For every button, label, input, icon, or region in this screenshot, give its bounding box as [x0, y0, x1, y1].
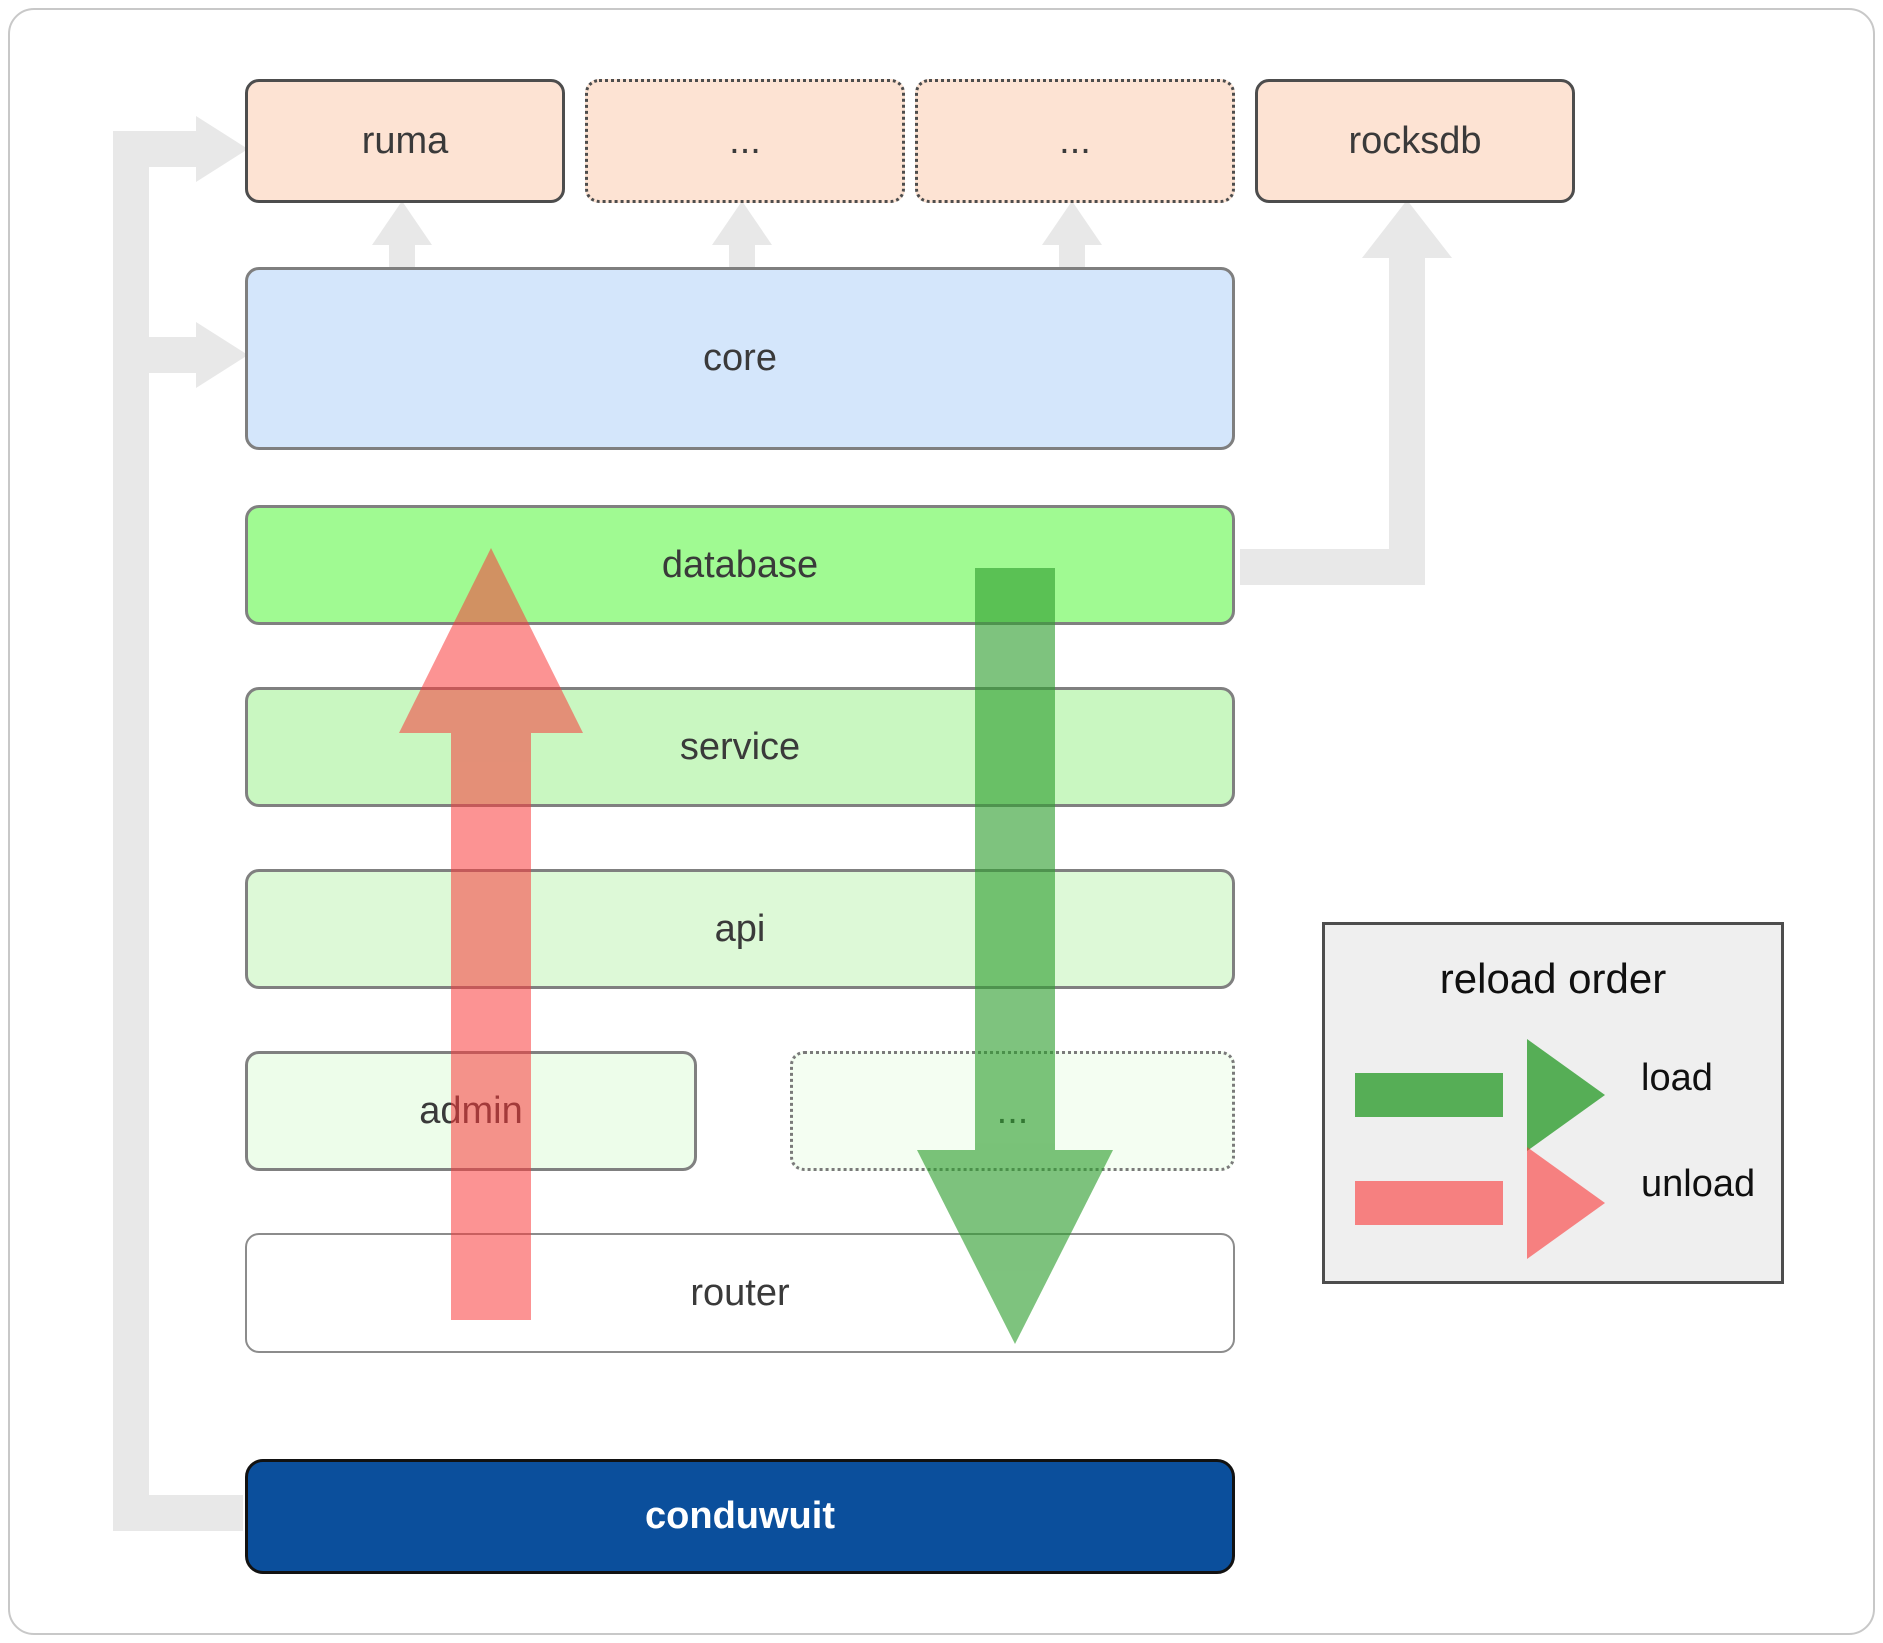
binary-label: conduwuit	[645, 1495, 835, 1537]
layer-label: service	[679, 725, 801, 768]
binary-box-conduwuit[interactable]: conduwuit	[245, 1459, 1235, 1574]
core-label: core	[703, 337, 777, 379]
layer-box-database[interactable]: database	[245, 505, 1235, 625]
layer-label: router	[690, 1271, 790, 1314]
dependency-box-ellipsis-2[interactable]: ...	[915, 79, 1235, 203]
dependency-box-ruma[interactable]: ruma	[245, 79, 565, 203]
dependency-box-rocksdb[interactable]: rocksdb	[1255, 79, 1575, 203]
legend-label-unload: unload	[1641, 1163, 1756, 1205]
legend-unload-arrow-icon	[1355, 1147, 1605, 1259]
dependency-label: ...	[1059, 119, 1091, 162]
diagram-frame	[8, 8, 1875, 1635]
dependency-label: ...	[729, 119, 761, 162]
layer-label: database	[661, 543, 819, 586]
layer-box-ellipsis[interactable]: ...	[790, 1051, 1235, 1171]
layer-label: api	[714, 907, 766, 950]
layer-box-api[interactable]: api	[245, 869, 1235, 989]
legend-panel: reload order load unload	[1322, 922, 1784, 1284]
legend-title: reload order	[1439, 955, 1667, 1002]
layer-box-admin[interactable]: admin	[245, 1051, 697, 1171]
dependency-box-ellipsis-1[interactable]: ...	[585, 79, 905, 203]
legend-label-load: load	[1641, 1057, 1713, 1099]
dependency-label: rocksdb	[1348, 119, 1482, 162]
layer-label: admin	[419, 1089, 523, 1132]
layer-box-router[interactable]: router	[245, 1233, 1235, 1353]
dependency-label: ruma	[361, 119, 449, 162]
layer-box-service[interactable]: service	[245, 687, 1235, 807]
legend-load-arrow-icon	[1355, 1039, 1605, 1151]
layer-label: ...	[996, 1089, 1029, 1132]
core-box[interactable]: core	[245, 267, 1235, 450]
